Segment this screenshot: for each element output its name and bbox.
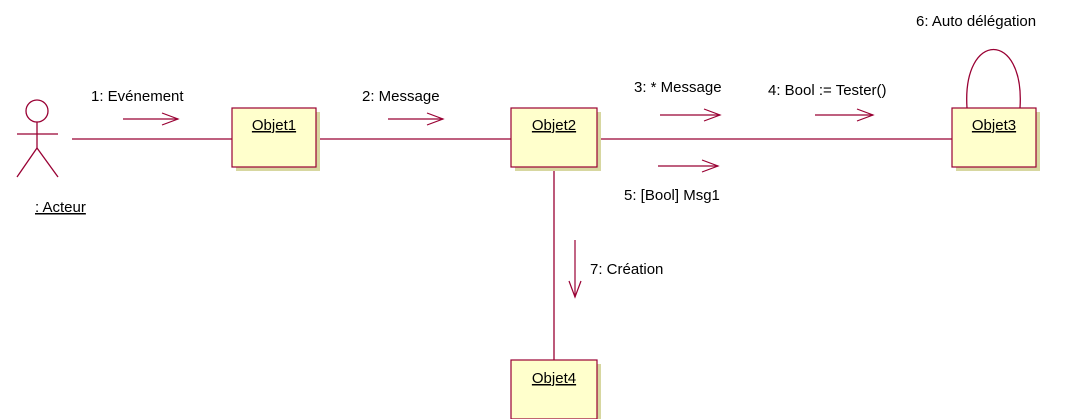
objet2-label: Objet2 — [532, 117, 576, 134]
objet4-label: Objet4 — [532, 370, 576, 387]
self-link-objet3 — [966, 49, 1021, 109]
objet1-label: Objet1 — [252, 117, 296, 134]
message-arrow-1 — [123, 112, 180, 126]
message-label-7: 7: Création — [590, 261, 663, 278]
objet3-box — [951, 107, 1037, 168]
actor-head — [25, 99, 49, 123]
message-arrow-4 — [815, 108, 875, 122]
message-label-3: 3: * Message — [634, 79, 722, 96]
actor-left-leg — [16, 147, 38, 178]
message-label-5: 5: [Bool] Msg1 — [624, 187, 720, 204]
object-objet3[interactable]: Objet3 — [951, 107, 1040, 171]
objet2-box — [510, 107, 598, 168]
actor-right-leg — [36, 147, 59, 178]
objet4-box — [510, 359, 598, 419]
message-label-6: 6: Auto délégation — [916, 13, 1036, 30]
message-label-4: 4: Bool := Tester() — [768, 82, 887, 99]
actor-name: : Acteur — [35, 199, 86, 216]
message-arrow-2 — [388, 112, 445, 126]
object-objet4[interactable]: Objet4 — [510, 359, 601, 419]
message-label-1: 1: Evénement — [91, 88, 184, 105]
message-arrow-3 — [660, 108, 722, 122]
actor-figure[interactable] — [16, 99, 59, 178]
object-objet2[interactable]: Objet2 — [510, 107, 601, 171]
objet3-label: Objet3 — [972, 117, 1016, 134]
object-objet1[interactable]: Objet1 — [231, 107, 320, 171]
message-arrow-5 — [658, 159, 720, 173]
objet1-box — [231, 107, 317, 168]
message-arrow-7 — [568, 240, 582, 299]
message-label-2: 2: Message — [362, 88, 440, 105]
